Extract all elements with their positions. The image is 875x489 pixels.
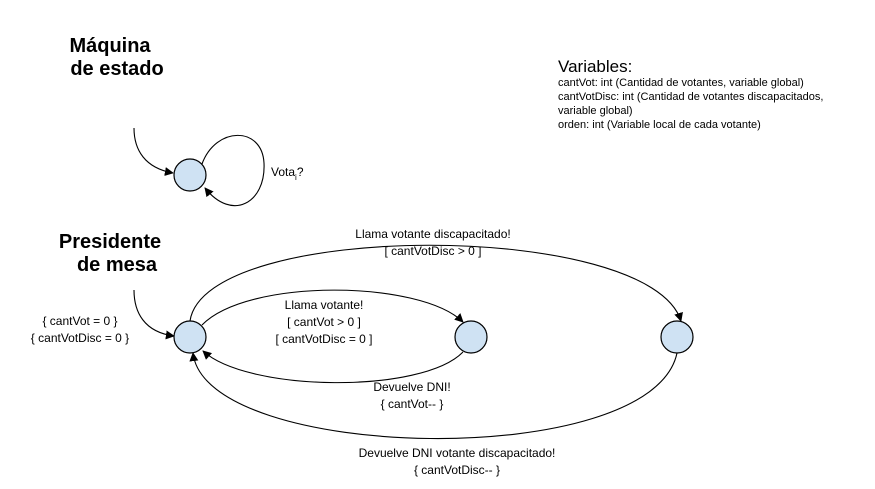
edge-update-return-dni: { cantVot-- } bbox=[381, 397, 444, 411]
machine-self-loop bbox=[201, 134, 265, 207]
edge-guard-call-voter: [ cantVotDisc = 0 ] bbox=[275, 332, 372, 346]
president-initial-arrow bbox=[133, 289, 175, 340]
president-title-line2: de mesa bbox=[77, 254, 158, 276]
machine-state bbox=[173, 158, 207, 192]
president-state-initial bbox=[173, 320, 207, 354]
variable-line: cantVotDisc: int (Cantidad de votantes d… bbox=[558, 91, 823, 103]
president-state-voter bbox=[454, 320, 488, 354]
edge-guard-call-disabled: [ cantVotDisc > 0 ] bbox=[384, 244, 481, 258]
variable-line: orden: int (Variable local de cada votan… bbox=[558, 119, 761, 131]
edge-label-return-disabled: Devuelve DNI votante discapacitado! bbox=[359, 446, 556, 460]
edge-update-return-disabled: { cantVotDisc-- } bbox=[414, 463, 500, 477]
edge-label-call-voter: Llama votante! bbox=[285, 298, 364, 312]
variables-title: Variables: bbox=[558, 57, 632, 76]
president-state-disabled-voter bbox=[660, 320, 694, 354]
machine-title-line2: de estado bbox=[70, 58, 163, 80]
variable-line: cantVot: int (Cantidad de votantes, vari… bbox=[558, 77, 804, 89]
initial-update-label: { cantVot = 0 } bbox=[42, 314, 117, 328]
machine-title-line1: Máquina bbox=[69, 35, 151, 57]
edge-return-dni bbox=[202, 350, 464, 384]
president-title-line1: Presidente bbox=[59, 231, 161, 253]
edge-guard-call-voter: [ cantVot > 0 ] bbox=[287, 315, 361, 329]
edge-call-disabled-voter bbox=[189, 244, 683, 322]
edge-return-disabled-voter bbox=[189, 352, 678, 440]
edge-call-voter bbox=[201, 289, 464, 326]
machine-initial-arrow bbox=[133, 127, 174, 177]
self-loop-label: Votai? bbox=[271, 165, 304, 182]
edge-label-call-disabled: Llama votante discapacitado! bbox=[355, 227, 510, 241]
edge-label-return-dni: Devuelve DNI! bbox=[373, 380, 450, 394]
variable-line: variable global) bbox=[558, 105, 633, 117]
initial-update-label: { cantVotDisc = 0 } bbox=[31, 331, 129, 345]
